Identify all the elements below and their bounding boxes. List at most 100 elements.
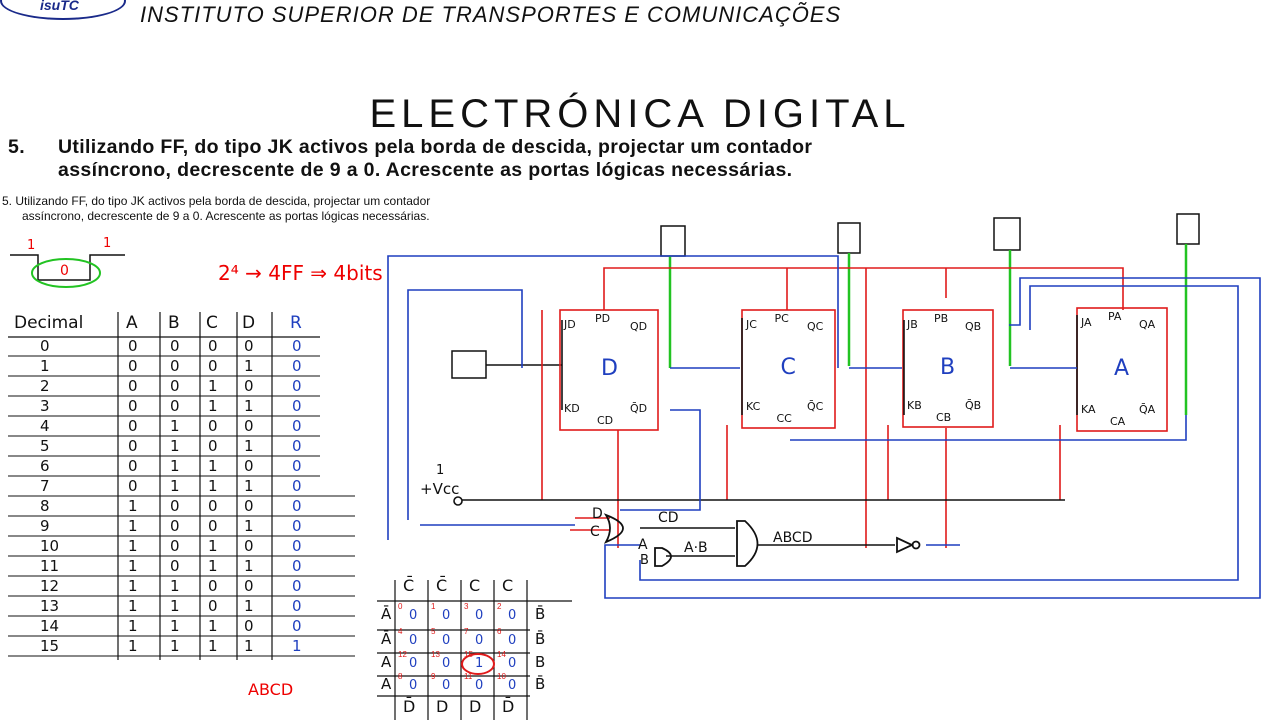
flipflop-b xyxy=(902,309,994,428)
kmap-cell-index: 10 xyxy=(497,672,506,681)
truth-table-cell: 1 xyxy=(208,457,218,475)
kmap-cell: 0 xyxy=(508,678,517,693)
task-statement-copy: 5. Utilizando FF, do tipo JK activos pel… xyxy=(2,194,430,224)
truth-table-grid xyxy=(8,312,320,660)
kmap-cell: 0 xyxy=(475,678,484,693)
kmap-cell-index: 3 xyxy=(464,602,469,611)
truth-table-cell: 0 xyxy=(244,537,254,555)
truth-table-decimal: 13 xyxy=(40,597,60,615)
truth-table-cell: 1 xyxy=(170,597,180,615)
truth-table-cell: 0 xyxy=(244,377,254,395)
kmap-row-header: Ā xyxy=(381,605,392,623)
flipflop-clear-label: CD xyxy=(597,414,614,427)
kmap-cell-index: 15 xyxy=(464,650,473,659)
truth-table-cell: 1 xyxy=(170,437,180,455)
kmap-cell-index: 4 xyxy=(398,627,403,636)
kmap-column-header: C xyxy=(469,576,481,595)
gate3-output-label: ABCD xyxy=(773,530,813,546)
task-statement: 5.Utilizando FF, do tipo JK activos pela… xyxy=(8,136,812,182)
truth-table-decimal: 14 xyxy=(40,617,60,635)
kmap-cell-index: 8 xyxy=(398,672,403,681)
kmap-cell: 0 xyxy=(508,633,517,648)
truth-table-decimal: 10 xyxy=(40,537,60,555)
truth-table-cell: 0 xyxy=(170,517,180,535)
gate2-output-label: A·B xyxy=(684,540,708,556)
task-line-1: Utilizando FF, do tipo JK activos pela b… xyxy=(58,136,813,158)
kmap-cell-index: 12 xyxy=(398,650,407,659)
flipflop-name: A xyxy=(1114,355,1130,381)
kmap-cell-index: 2 xyxy=(497,602,502,611)
kmap-cell-index: 13 xyxy=(431,650,440,659)
logo-text: isuTC xyxy=(40,0,79,13)
truth-table-cell: 0 xyxy=(244,617,254,635)
truth-table-cell: 1 xyxy=(244,637,254,655)
kmap-result-note: ABCD xyxy=(248,680,294,699)
kmap-grid xyxy=(377,580,572,720)
truth-table-cell: 1 xyxy=(170,477,180,495)
truth-table-decimal: 2 xyxy=(40,377,50,395)
kmap-cell: 1 xyxy=(475,656,484,671)
truth-table-cell: 1 xyxy=(244,477,254,495)
flipflop-q-label: QB xyxy=(965,320,982,333)
kmap-cell: 0 xyxy=(442,608,451,623)
truth-table-cell: 1 xyxy=(292,637,302,655)
truth-table-cell: 1 xyxy=(128,497,138,515)
truth-table-cell: 1 xyxy=(170,637,180,655)
flipflop-k-label: KD xyxy=(564,402,580,415)
clock-input-box xyxy=(451,350,487,379)
truth-table-header: A xyxy=(126,313,138,333)
flipflop-name: C xyxy=(780,355,796,380)
vcc-one-label: 1 xyxy=(436,463,445,478)
flipflop-k-label: KC xyxy=(746,400,761,413)
pulse-highlight xyxy=(31,258,101,288)
kmap-row-header: Ā xyxy=(381,630,392,648)
truth-table-cell: 0 xyxy=(292,397,302,415)
truth-table-decimal: 11 xyxy=(40,557,60,575)
truth-table-decimal: 7 xyxy=(40,477,50,495)
kmap-cell-index: 7 xyxy=(464,627,469,636)
truth-table-cell: 0 xyxy=(170,357,180,375)
kmap-cell: 0 xyxy=(508,656,517,671)
truth-table-cell: 0 xyxy=(128,457,138,475)
task-copy-line-2: assíncrono, decrescente de 9 a 0. Acresc… xyxy=(22,209,430,223)
kmap-bottom-header: D̄ xyxy=(403,697,416,716)
flipflop-preset-label: PC xyxy=(774,312,789,325)
flipflop-q-label: QC xyxy=(807,320,824,333)
truth-table-header: R xyxy=(290,313,302,333)
flipflop-qn-label: Q̄B xyxy=(965,399,982,412)
flipflop-clear-label: CC xyxy=(776,412,792,425)
truth-table-cell: 1 xyxy=(128,537,138,555)
gate2-input-b: B xyxy=(640,553,649,568)
truth-table-cell: 0 xyxy=(244,417,254,435)
truth-table-cell: 0 xyxy=(128,437,138,455)
truth-table-cell: 0 xyxy=(208,577,218,595)
output-indicators xyxy=(660,213,1200,257)
ff-count-note: 2⁴ → 4FF ⇒ 4bits xyxy=(218,261,383,285)
flipflop-j-label: JC xyxy=(746,318,757,331)
truth-table-cell: 0 xyxy=(292,457,302,475)
truth-table-cell: 0 xyxy=(208,497,218,515)
flipflop-preset-label: PD xyxy=(595,312,611,325)
gate1-input-d: D xyxy=(592,506,603,522)
gate1-input-c: C xyxy=(590,524,600,540)
pulse-waveform xyxy=(10,254,125,281)
truth-table-cell: 1 xyxy=(208,617,218,635)
truth-table-cell: 1 xyxy=(170,417,180,435)
truth-table-header: B xyxy=(168,313,180,333)
kmap-cell-index: 14 xyxy=(497,650,506,659)
truth-table-cell: 0 xyxy=(292,537,302,555)
truth-table-cell: 1 xyxy=(128,617,138,635)
truth-table-decimal: 8 xyxy=(40,497,50,515)
kmap-cell: 0 xyxy=(409,608,418,623)
truth-table-decimal: 5 xyxy=(40,437,50,455)
truth-table-cell: 0 xyxy=(292,517,302,535)
flipflop-preset-label: PB xyxy=(934,312,949,325)
flipflop-qn-label: Q̄A xyxy=(1139,403,1156,416)
truth-table-cell: 0 xyxy=(208,437,218,455)
truth-table-header: C xyxy=(206,313,218,333)
kmap-column-header: C xyxy=(502,576,514,595)
truth-table-cell: 1 xyxy=(208,397,218,415)
flipflop-preset-label: PA xyxy=(1108,310,1122,323)
kmap-right-header: B̄ xyxy=(535,675,546,693)
flipflop-clear-label: CB xyxy=(936,411,952,424)
